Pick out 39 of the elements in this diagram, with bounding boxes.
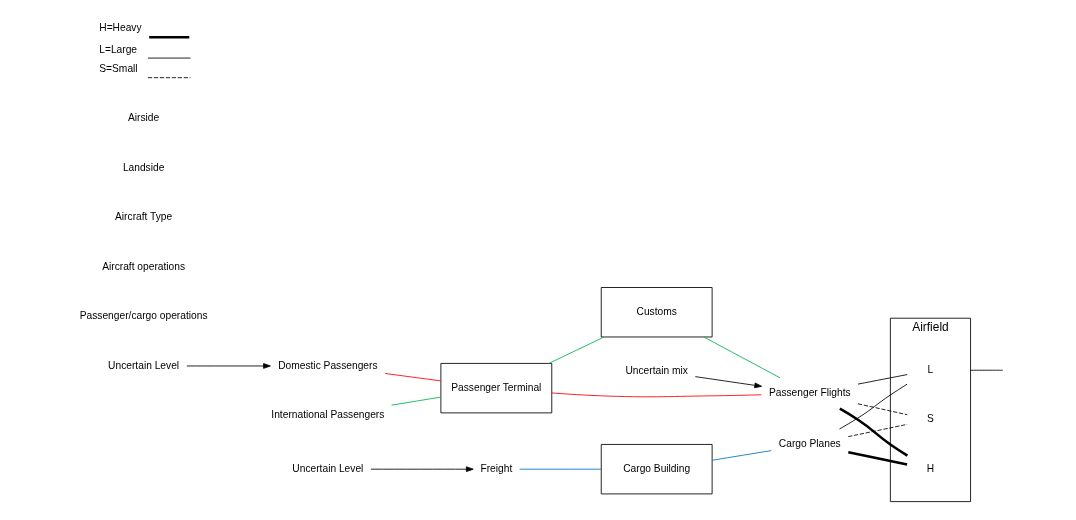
connector xyxy=(839,383,908,430)
node-text: Uncertain mix xyxy=(625,364,688,376)
label: Aircraft Type xyxy=(115,211,173,223)
connector xyxy=(857,403,908,416)
node-text: Uncertain Level xyxy=(108,359,180,371)
node-text: Passenger Flights xyxy=(768,386,851,398)
label: Aircraft operations xyxy=(102,260,186,272)
legend-label: L=Large xyxy=(99,43,138,55)
connector xyxy=(711,450,772,461)
node-text: Freight xyxy=(480,462,513,474)
connector xyxy=(839,407,909,457)
node-text: S xyxy=(927,413,934,425)
node-box: Customs xyxy=(600,287,713,338)
label: Landside xyxy=(122,161,165,173)
node-text: L xyxy=(927,363,934,375)
node-text: Domestic Passengers xyxy=(278,359,378,371)
arrow xyxy=(370,466,474,472)
connector xyxy=(703,336,781,379)
connector xyxy=(857,374,908,385)
connector xyxy=(548,336,605,364)
node-text: H xyxy=(926,462,935,474)
label: Airside xyxy=(128,112,160,124)
connector xyxy=(519,468,602,470)
node-text: Cargo Planes xyxy=(778,438,841,450)
connector xyxy=(551,392,762,398)
node-text: Uncertain Level xyxy=(292,462,364,474)
arrow xyxy=(694,376,762,389)
connector xyxy=(848,451,908,466)
connector xyxy=(384,373,442,382)
connector xyxy=(847,423,908,438)
label: Passenger/cargo operations xyxy=(79,310,208,322)
legend-label: H=Heavy xyxy=(99,22,142,34)
node-box: Passenger Terminal xyxy=(440,363,553,414)
legend-label: S=Small xyxy=(99,63,138,75)
connector xyxy=(970,369,1004,371)
node-text: International Passengers xyxy=(271,409,385,421)
connector xyxy=(391,396,442,406)
node-box: Cargo Building xyxy=(600,444,713,495)
arrow xyxy=(186,363,271,369)
